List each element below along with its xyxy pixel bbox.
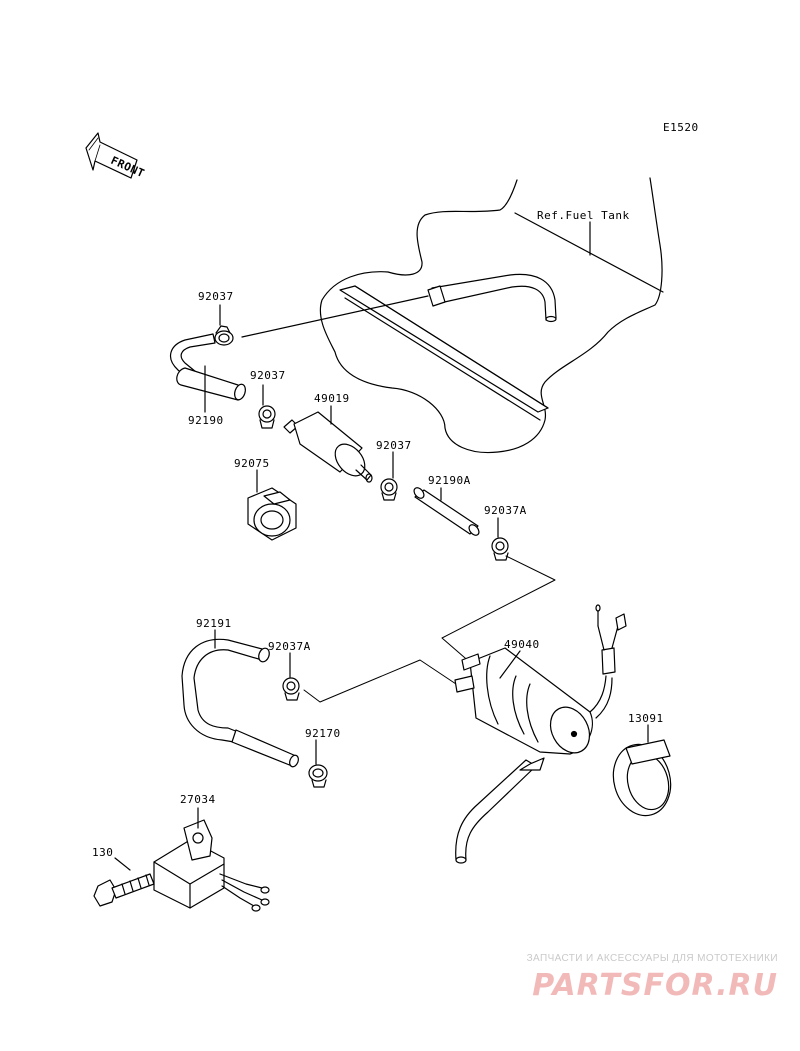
clamp-a-upper <box>491 537 509 561</box>
part-label: 92037A <box>268 640 311 653</box>
part-label: 92170 <box>305 727 341 740</box>
part-label: 92190 <box>188 414 224 427</box>
hose-a <box>413 487 480 536</box>
tank-to-clamp-leader <box>241 295 429 338</box>
front-arrow-icon <box>85 132 138 179</box>
part-label: 92075 <box>234 457 270 470</box>
diagram-code: E1520 <box>663 121 699 134</box>
tank-centerline <box>514 212 664 293</box>
part-label: 13091 <box>628 712 664 725</box>
routing-line-lower <box>303 659 463 703</box>
holder <box>247 487 297 541</box>
routing-line-upper <box>441 555 556 665</box>
ref-fuel-tank-label: Ref.Fuel Tank <box>537 209 630 222</box>
hose-u <box>181 638 299 768</box>
part-label: 49040 <box>504 638 540 651</box>
watermark-logo: PARTSFOR.RU <box>532 968 778 1003</box>
relay <box>153 819 270 912</box>
fuel-filter <box>283 411 373 483</box>
watermark-tagline: ЗАПЧАСТИ И АКСЕССУАРЫ ДЛЯ МОТОТЕХНИКИ <box>527 953 778 964</box>
bolt <box>93 873 155 907</box>
clamp-top <box>214 325 234 346</box>
band <box>612 739 672 817</box>
pump-outlet-hose <box>455 757 545 864</box>
part-label: 92190A <box>428 474 471 487</box>
part-label: 49019 <box>314 392 350 405</box>
clamp-a-lower <box>282 677 300 701</box>
tank-outlet-pipe <box>427 273 557 323</box>
leader-49040 <box>499 650 521 679</box>
part-label: 92191 <box>196 617 232 630</box>
part-label: 92037A <box>484 504 527 517</box>
part-label: 27034 <box>180 793 216 806</box>
hose-short <box>308 764 328 788</box>
clamp-filter-out <box>380 478 398 501</box>
part-label: 130 <box>92 846 113 859</box>
part-label: 92037 <box>250 369 286 382</box>
clamp-mid <box>258 405 276 429</box>
hose-upper <box>169 333 246 401</box>
part-label: 92037 <box>198 290 234 303</box>
fuel-tank-outline <box>319 177 663 454</box>
fuel-pump <box>454 604 627 755</box>
part-label: 92037 <box>376 439 412 452</box>
leader-130 <box>114 857 131 871</box>
